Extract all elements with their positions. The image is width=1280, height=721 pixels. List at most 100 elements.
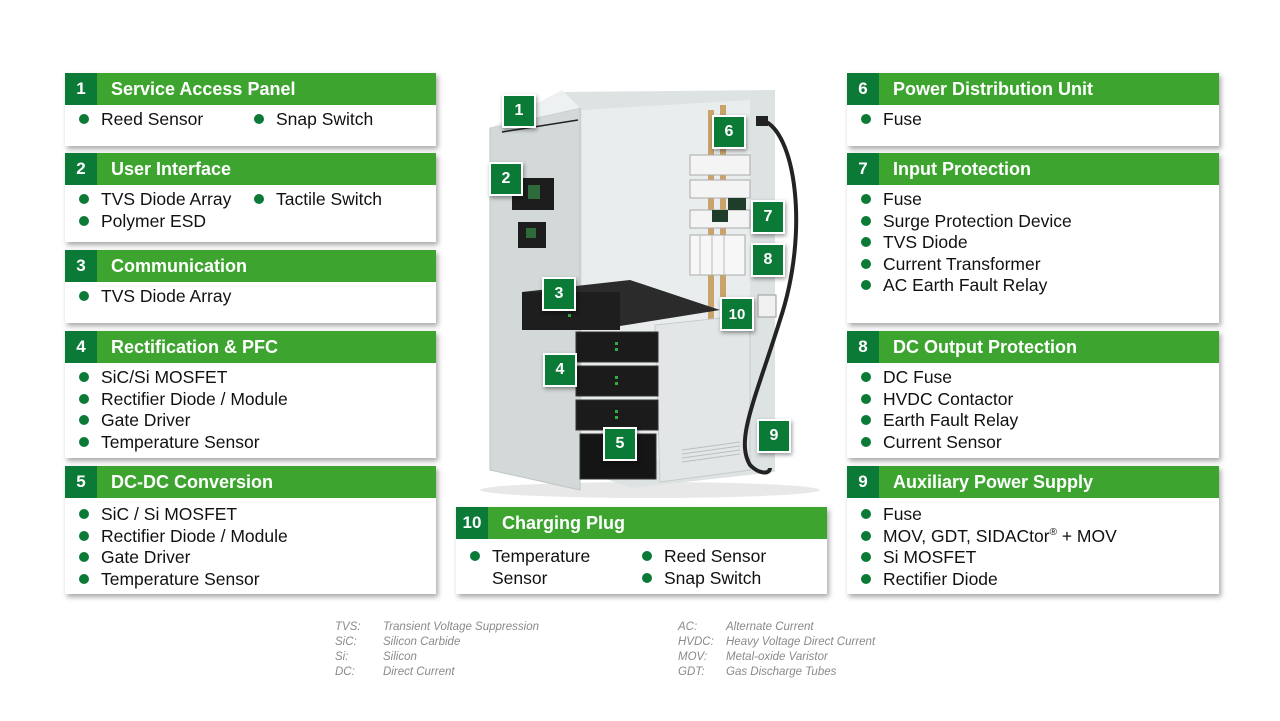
panel-header: 6 Power Distribution Unit bbox=[847, 73, 1219, 105]
list-item: TVS Diode Array bbox=[79, 189, 254, 211]
list-item: TVS Diode bbox=[861, 232, 1219, 254]
bullet-icon bbox=[861, 415, 871, 425]
panel-header: 2 User Interface bbox=[65, 153, 436, 185]
panel-number: 8 bbox=[847, 331, 879, 363]
list-item: MOV, GDT, SIDACtor® + MOV bbox=[861, 526, 1219, 548]
abbreviation-legend-left: TVS:Transient Voltage Suppression SiC:Si… bbox=[335, 620, 539, 680]
panel-dc-dc-conversion: 5 DC-DC Conversion SiC / Si MOSFET Recti… bbox=[65, 466, 436, 594]
bullet-icon bbox=[79, 573, 89, 584]
list-item: Rectifier Diode / Module bbox=[79, 389, 436, 411]
list-item: Reed Sensor bbox=[79, 109, 254, 131]
panel-title: Power Distribution Unit bbox=[893, 78, 1093, 99]
list-item: Snap Switch bbox=[642, 568, 766, 590]
bullet-icon bbox=[861, 436, 871, 447]
panel-power-distribution: 6 Power Distribution Unit Fuse bbox=[847, 73, 1219, 146]
panel-number: 2 bbox=[65, 153, 97, 185]
bullet-icon bbox=[79, 114, 89, 124]
panel-header: 5 DC-DC Conversion bbox=[65, 466, 436, 498]
legend-row: DC:Direct Current bbox=[335, 666, 455, 678]
bullet-icon bbox=[79, 393, 89, 404]
bullet-icon bbox=[79, 415, 89, 425]
bullet-icon bbox=[861, 372, 871, 382]
bullet-icon bbox=[861, 530, 871, 541]
marker-badge-7: 7 bbox=[751, 200, 785, 234]
panel-number: 10 bbox=[456, 507, 488, 539]
bullet-icon bbox=[79, 509, 89, 519]
panel-input-protection: 7 Input Protection Fuse Surge Protection… bbox=[847, 153, 1219, 323]
panel-dc-output-protection: 8 DC Output Protection DC Fuse HVDC Cont… bbox=[847, 331, 1219, 458]
bullet-icon bbox=[79, 194, 89, 204]
list-item: Fuse bbox=[861, 109, 1219, 131]
panel-number: 4 bbox=[65, 331, 97, 363]
panel-title: Communication bbox=[111, 255, 248, 276]
bullet-icon bbox=[861, 393, 871, 404]
panel-header: 1 Service Access Panel bbox=[65, 73, 436, 105]
bullet-icon bbox=[79, 552, 89, 562]
panel-title: Service Access Panel bbox=[111, 78, 296, 99]
legend-row: SiC:Silicon Carbide bbox=[335, 636, 461, 648]
panel-auxiliary-power: 9 Auxiliary Power Supply Fuse MOV, GDT, … bbox=[847, 466, 1219, 594]
panel-number: 6 bbox=[847, 73, 879, 105]
list-item: AC Earth Fault Relay bbox=[861, 275, 1219, 297]
bullet-icon bbox=[254, 194, 264, 204]
bullet-icon bbox=[861, 194, 871, 204]
bullet-icon bbox=[254, 114, 264, 124]
list-item: Fuse bbox=[861, 504, 1219, 526]
bullet-icon bbox=[861, 280, 871, 290]
marker-badge-2: 2 bbox=[489, 162, 523, 196]
bullet-icon bbox=[642, 551, 652, 561]
panel-title: Rectification & PFC bbox=[111, 336, 279, 357]
list-item: Rectifier Diode bbox=[861, 569, 1219, 591]
bullet-icon bbox=[470, 551, 480, 561]
bullet-icon bbox=[79, 436, 89, 447]
charger-cabinet-illustration bbox=[480, 90, 820, 498]
marker-badge-4: 4 bbox=[543, 353, 577, 387]
marker-badge-3: 3 bbox=[542, 277, 576, 311]
panel-number: 7 bbox=[847, 153, 879, 185]
panel-header: 3 Communication bbox=[65, 250, 436, 282]
bullet-icon bbox=[861, 215, 871, 226]
legend-row: TVS:Transient Voltage Suppression bbox=[335, 621, 539, 633]
bullet-icon bbox=[642, 572, 652, 583]
list-item: SiC/Si MOSFET bbox=[79, 367, 436, 389]
panel-number: 1 bbox=[65, 73, 97, 105]
list-item: Gate Driver bbox=[79, 410, 436, 432]
panel-number: 9 bbox=[847, 466, 879, 498]
list-item: Temperature Sensor bbox=[79, 432, 436, 454]
marker-badge-8: 8 bbox=[751, 243, 785, 277]
marker-badge-5: 5 bbox=[603, 427, 637, 461]
list-item: Si MOSFET bbox=[861, 547, 1219, 569]
bullet-icon bbox=[79, 372, 89, 382]
list-item: Gate Driver bbox=[79, 547, 436, 569]
bullet-icon bbox=[861, 114, 871, 124]
list-item: Fuse bbox=[861, 189, 1219, 211]
panel-header: 7 Input Protection bbox=[847, 153, 1219, 185]
list-item: Polymer ESD bbox=[79, 211, 254, 233]
list-item: Tactile Switch bbox=[254, 189, 429, 211]
list-item: TVS Diode Array bbox=[79, 286, 436, 308]
list-item: Rectifier Diode / Module bbox=[79, 526, 436, 548]
list-item: Earth Fault Relay bbox=[861, 410, 1219, 432]
list-item: Temperature Sensor bbox=[470, 546, 630, 589]
list-item: HVDC Contactor bbox=[861, 389, 1219, 411]
marker-badge-6: 6 bbox=[712, 115, 746, 149]
panel-title: Auxiliary Power Supply bbox=[893, 471, 1094, 492]
legend-row: MOV:Metal-oxide Varistor bbox=[678, 651, 828, 663]
panel-service-access: 1 Service Access Panel Reed Sensor Snap … bbox=[65, 73, 436, 146]
list-item: Reed Sensor bbox=[642, 546, 766, 568]
marker-badge-1: 1 bbox=[502, 94, 536, 128]
panel-header: 10 Charging Plug bbox=[456, 507, 827, 539]
panel-communication: 3 Communication TVS Diode Array bbox=[65, 250, 436, 323]
panel-title: DC Output Protection bbox=[893, 336, 1077, 357]
panel-title: Input Protection bbox=[893, 158, 1031, 179]
bullet-icon bbox=[79, 530, 89, 541]
list-item: Temperature Sensor bbox=[79, 569, 436, 591]
bullet-icon bbox=[79, 215, 89, 226]
legend-row: Si:Silicon bbox=[335, 651, 417, 663]
abbreviation-legend-right: AC:Alternate Current HVDC:Heavy Voltage … bbox=[678, 620, 875, 680]
legend-row: GDT:Gas Discharge Tubes bbox=[678, 666, 837, 678]
panel-header: 9 Auxiliary Power Supply bbox=[847, 466, 1219, 498]
bullet-icon bbox=[79, 291, 89, 301]
list-item: Current Transformer bbox=[861, 254, 1219, 276]
marker-badge-10: 10 bbox=[720, 297, 754, 331]
